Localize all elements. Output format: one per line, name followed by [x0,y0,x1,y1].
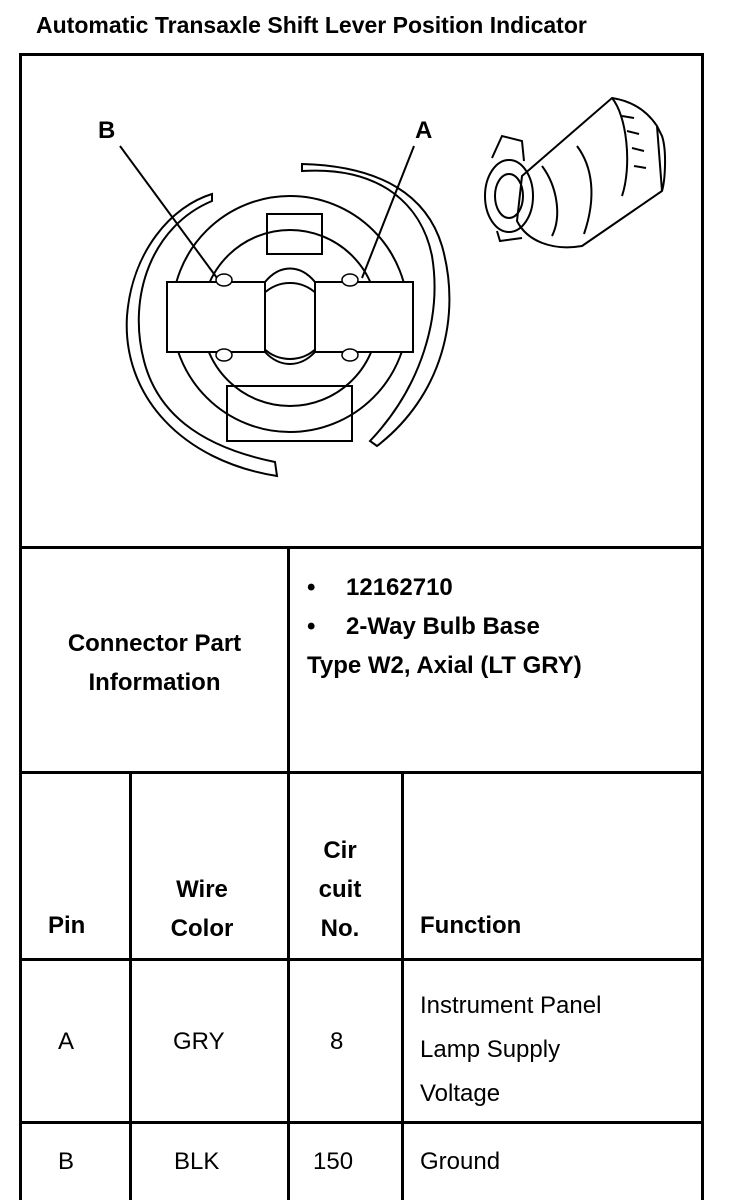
pin-hole-a-bottom [341,348,359,362]
pin-hole-b-top [215,273,233,287]
header-pin: Pin [48,912,86,939]
connector-table-frame [19,53,704,1200]
terminal-bridge [264,267,316,365]
page-title: Automatic Transaxle Shift Lever Position… [36,12,587,38]
row-b-circuit: 150 [313,1148,354,1175]
divider-diagram [19,546,704,549]
connector-side-view [484,96,666,249]
bullet-part-number: • 12162710 [307,568,582,607]
divider-pin-column [129,771,132,1200]
connector-top-notch [266,213,323,255]
terminal-a-bar [314,281,414,353]
divider-row-a [19,1121,704,1124]
connector-outer-left-arc [125,192,279,478]
row-a-wire-color: GRY [173,1028,225,1055]
connector-info-heading-text: Connector Part Information [67,630,242,696]
row-b-pin: B [58,1148,75,1175]
connector-part-details: • 12162710 • 2-Way Bulb Base Type W2, Ax… [307,568,582,685]
pin-hole-a-top [341,273,359,287]
row-b-function: Ground [420,1148,501,1175]
divider-connector-info [19,771,704,774]
pin-hole-b-bottom [215,348,233,362]
divider-circuit-column [401,771,404,1200]
connector-outer-right-arc [301,162,451,448]
row-a-function: Instrument Panel Lamp Supply Voltage [420,984,601,1116]
row-b-wire-color: BLK [174,1148,220,1175]
leader-line-b [119,145,218,279]
row-a-function-line1: Instrument Panel [420,992,602,1019]
label-b: B [98,117,115,144]
part-type: Type W2, Axial (LT GRY) [307,652,582,679]
divider-info-column [287,546,290,1200]
row-a-function-line2: Lamp Supply [420,1036,561,1063]
bullet-icon: • [307,574,316,601]
part-number: 12162710 [346,574,453,601]
label-a: A [415,117,432,144]
header-circuit-line2: cuit [318,876,362,903]
connector-bottom-notch [226,385,353,442]
connector-diagram: B A [98,96,666,478]
connector-info-heading: Connector Part Information [22,624,287,702]
header-circuit-no: Cir cuit No. [290,831,390,948]
terminal-b-bar [166,281,266,353]
divider-table-header [19,958,704,961]
row-a-function-line3: Voltage [420,1080,501,1107]
leader-line-a [361,145,415,279]
bullet-icon: • [307,613,316,640]
row-a-pin: A [58,1028,75,1055]
part-description: 2-Way Bulb Base [346,613,540,640]
header-wire-color-line1: Wire [176,876,228,903]
bullet-description: • 2-Way Bulb Base [307,607,582,646]
row-a-circuit: 8 [330,1028,344,1055]
header-circuit-line1: Cir [323,837,357,864]
header-wire-color-line2: Color [170,915,234,942]
header-wire-color: Wire Color [132,870,272,948]
header-circuit-line3: No. [320,915,360,942]
header-function: Function [420,912,522,939]
